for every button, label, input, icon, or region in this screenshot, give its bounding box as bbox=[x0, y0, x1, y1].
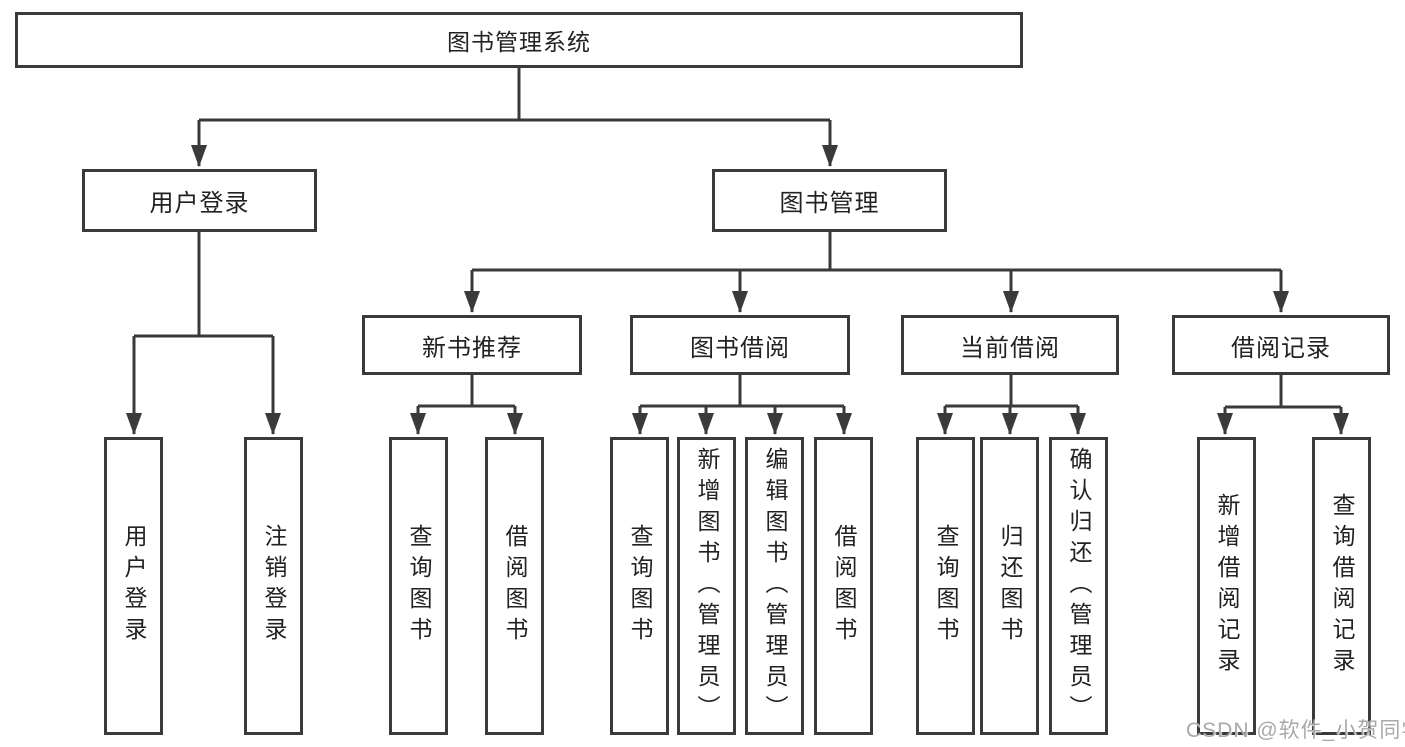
node-label: 图书管理系统 bbox=[447, 29, 591, 55]
leaf-label: 用户登录 bbox=[121, 524, 147, 648]
node-borrow-records: 借阅记录 bbox=[1172, 315, 1390, 375]
leaf-label: 查询图书 bbox=[406, 524, 432, 648]
node-label: 借阅记录 bbox=[1231, 334, 1331, 362]
leaf-label: 查询借阅记录 bbox=[1329, 493, 1355, 679]
leaf-label: 确认归还（管理员） bbox=[1066, 446, 1092, 726]
node-new-book-recommend: 新书推荐 bbox=[362, 315, 582, 375]
leaf-query-books-current: 查询图书 bbox=[916, 437, 975, 735]
leaf-logout: 注销登录 bbox=[244, 437, 303, 735]
leaf-add-books-admin: 新增图书（管理员） bbox=[677, 437, 736, 735]
leaf-label: 注销登录 bbox=[261, 524, 287, 648]
node-book-borrow: 图书借阅 bbox=[630, 315, 850, 375]
leaf-user-login: 用户登录 bbox=[104, 437, 163, 735]
leaf-label: 新增图书（管理员） bbox=[694, 446, 720, 726]
node-label: 图书管理 bbox=[779, 190, 880, 217]
node-label: 新书推荐 bbox=[422, 334, 522, 362]
node-label: 当前借阅 bbox=[960, 334, 1060, 362]
csdn-watermark: CSDN @软件_小贺同学 bbox=[1186, 719, 1405, 742]
leaf-borrow-books-recommend: 借阅图书 bbox=[485, 437, 544, 735]
leaf-add-borrow-record: 新增借阅记录 bbox=[1197, 437, 1256, 735]
leaf-borrow-books: 借阅图书 bbox=[814, 437, 873, 735]
leaf-label: 编辑图书（管理员） bbox=[762, 446, 788, 726]
leaf-label: 归还图书 bbox=[997, 524, 1023, 648]
leaf-label: 借阅图书 bbox=[831, 524, 857, 648]
node-label: 图书借阅 bbox=[690, 334, 790, 362]
node-user-login: 用户登录 bbox=[82, 169, 317, 232]
leaf-label: 查询图书 bbox=[933, 524, 959, 648]
leaf-label: 查询图书 bbox=[627, 524, 653, 648]
leaf-query-books-recommend: 查询图书 bbox=[389, 437, 448, 735]
leaf-return-books: 归还图书 bbox=[980, 437, 1039, 735]
node-current-borrow: 当前借阅 bbox=[901, 315, 1119, 375]
leaf-label: 新增借阅记录 bbox=[1214, 493, 1240, 679]
leaf-confirm-return-admin: 确认归还（管理员） bbox=[1049, 437, 1108, 735]
node-book-management: 图书管理 bbox=[712, 169, 947, 232]
node-library-management-system: 图书管理系统 bbox=[15, 12, 1023, 68]
leaf-label: 借阅图书 bbox=[502, 524, 528, 648]
node-label: 用户登录 bbox=[149, 190, 250, 217]
leaf-edit-books-admin: 编辑图书（管理员） bbox=[745, 437, 804, 735]
leaf-query-borrow-record: 查询借阅记录 bbox=[1312, 437, 1371, 735]
leaf-query-books-borrow: 查询图书 bbox=[610, 437, 669, 735]
